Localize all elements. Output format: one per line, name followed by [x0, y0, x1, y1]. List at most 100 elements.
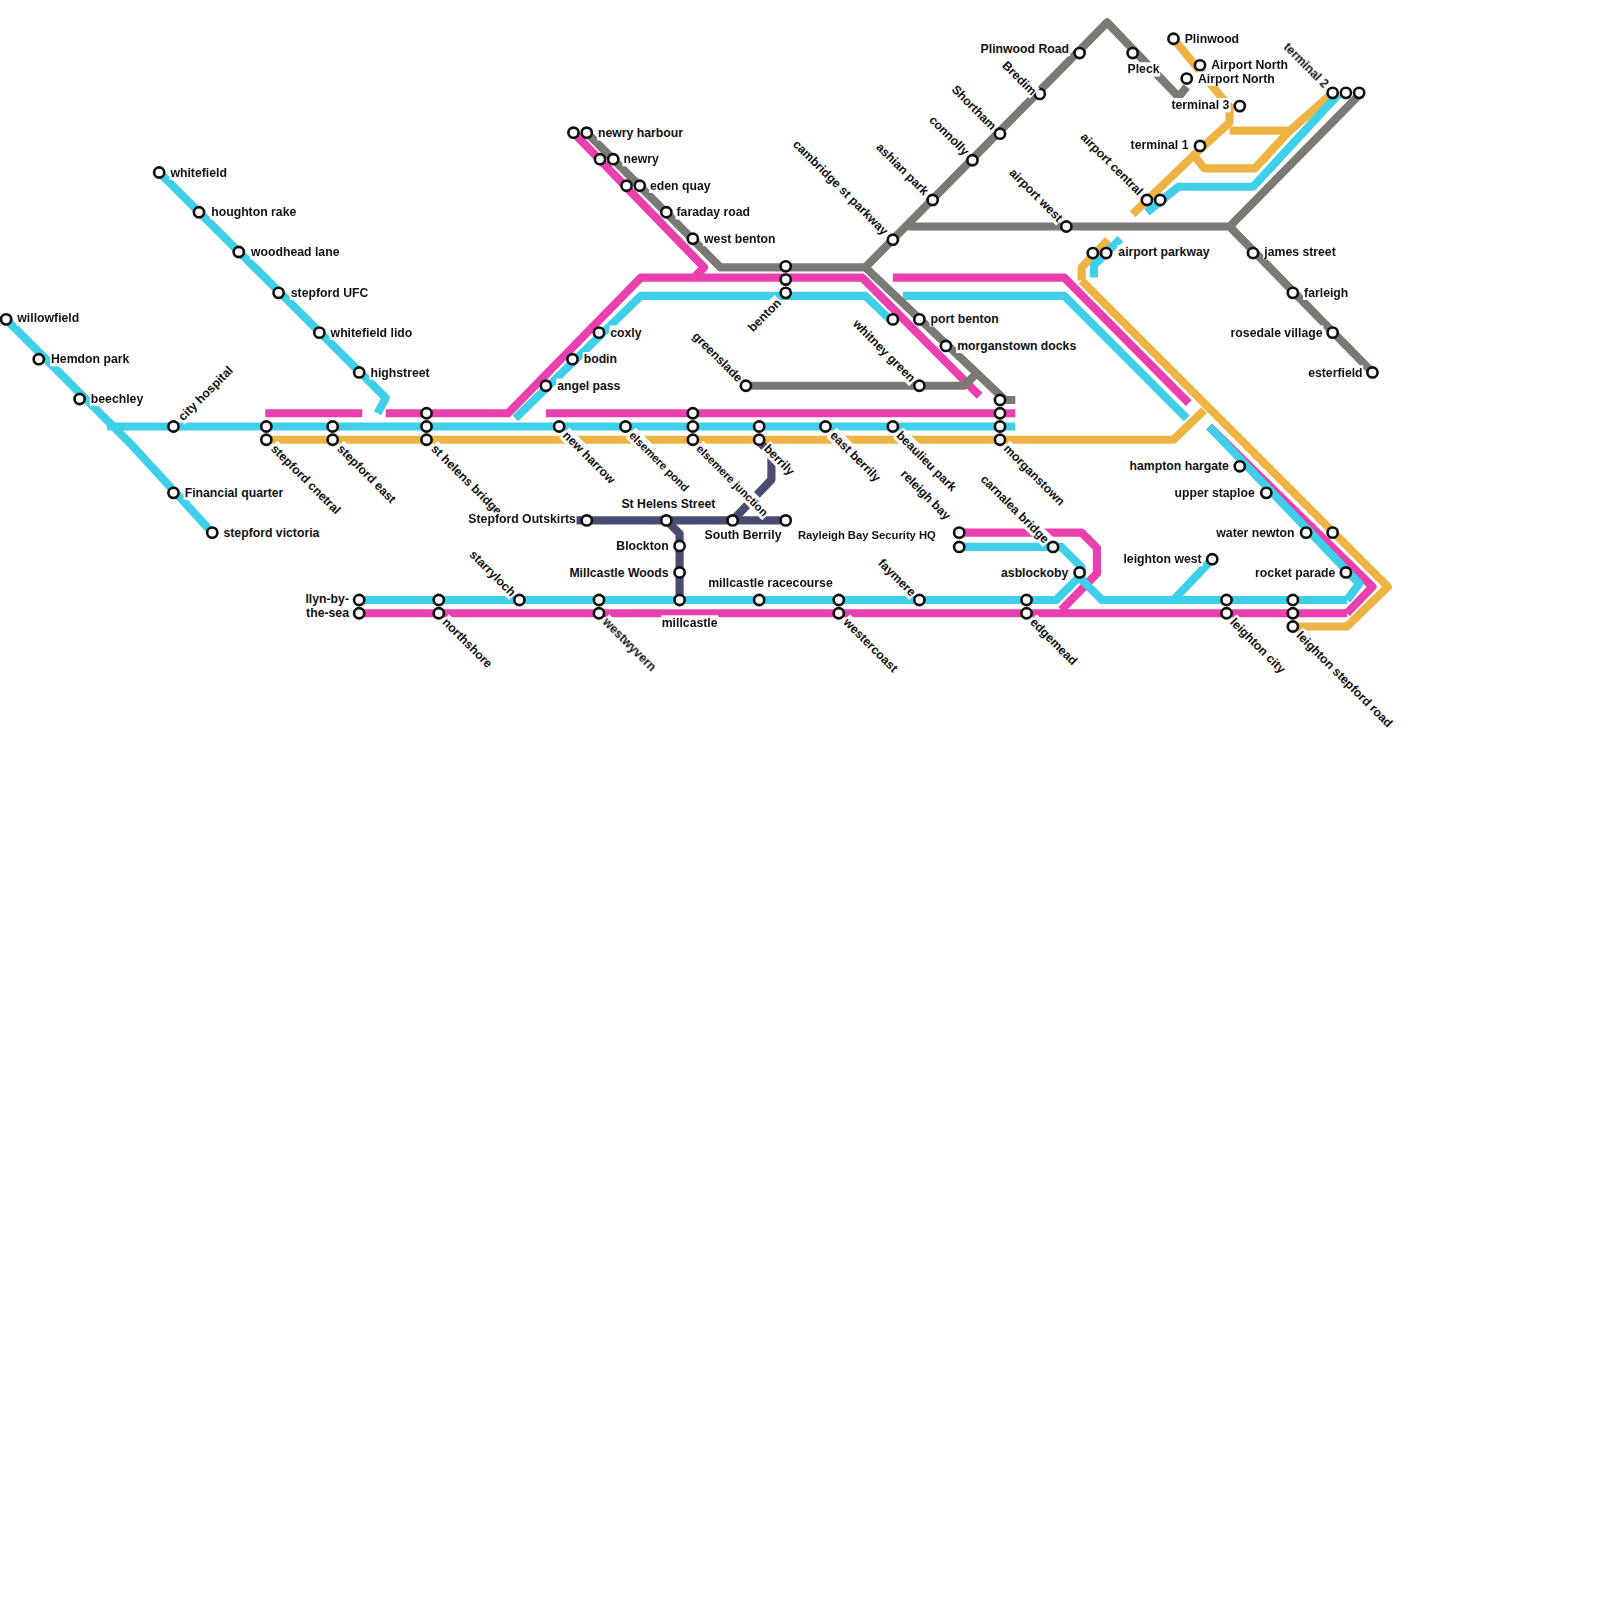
station-marker	[635, 181, 645, 191]
station-label: edgemead	[1027, 614, 1081, 668]
station-label: ashian park	[873, 139, 933, 199]
station-label: Bredim	[999, 58, 1040, 99]
metro-line	[265, 409, 362, 417]
station-label: Shortham	[948, 82, 1000, 134]
station-label: airport west	[1006, 165, 1067, 226]
station-marker	[1328, 528, 1338, 538]
station-marker	[354, 367, 364, 377]
station-label: northshore	[439, 614, 496, 671]
station-marker	[421, 435, 431, 445]
station-label: coxly	[609, 326, 642, 340]
station-marker	[941, 341, 951, 351]
station-marker	[820, 421, 830, 431]
station-label: Airport North	[1210, 58, 1289, 72]
station-marker	[888, 421, 898, 431]
station-marker	[1182, 73, 1192, 83]
grey-line	[587, 22, 1373, 400]
station-marker	[1195, 141, 1205, 151]
station-label: newry	[622, 152, 659, 166]
station-marker	[928, 195, 938, 205]
station-label: bodin	[583, 352, 618, 366]
station-marker	[582, 515, 592, 525]
station-label: elsemere pond	[626, 428, 694, 496]
station-label: newry harbour	[597, 126, 684, 140]
metro-line	[1147, 94, 1339, 212]
station-label: berrily	[760, 441, 798, 479]
station-label: st helens bridge	[428, 441, 506, 519]
station-label: farleigh	[1303, 286, 1349, 300]
station-label: stepford cnetral	[267, 441, 344, 518]
station-label: Rayleigh Bay Security HQ	[797, 528, 937, 542]
station-marker	[995, 129, 1005, 139]
station-marker	[595, 154, 605, 164]
metro-line	[666, 520, 679, 600]
station-label: rocket parade	[1254, 565, 1336, 579]
station-marker	[314, 328, 324, 338]
station-label: westwyvern	[599, 614, 660, 675]
station-marker	[914, 381, 924, 391]
station-marker	[620, 421, 630, 431]
station-marker	[674, 567, 684, 577]
station-marker	[1, 314, 11, 324]
station-marker	[781, 261, 791, 271]
station-label: houghton rake	[210, 205, 297, 219]
station-marker	[1088, 248, 1098, 258]
station-label: city hospital	[175, 362, 237, 424]
metro-line	[1230, 127, 1288, 135]
station-label: Financial quarter	[184, 486, 285, 500]
station-label: millcastle	[661, 615, 719, 629]
station-label: connolly	[926, 112, 973, 159]
metro-line	[1209, 427, 1372, 614]
station-marker	[261, 435, 271, 445]
station-label: airport parkway	[1117, 245, 1210, 259]
station-marker	[1021, 608, 1031, 618]
metro-line	[1230, 227, 1373, 373]
station-marker	[541, 381, 551, 391]
station-marker	[434, 595, 444, 605]
station-marker	[1074, 567, 1084, 577]
station-label: llyn-by- the-sea	[293, 592, 350, 621]
metro-line	[959, 547, 1347, 600]
station-label: morganstown docks	[956, 339, 1077, 353]
station-label: millcastle racecourse	[707, 576, 834, 590]
station-marker	[1128, 48, 1138, 58]
station-label: willowfield	[16, 311, 80, 325]
station-label: terminal 3	[1170, 98, 1230, 112]
station-marker	[834, 595, 844, 605]
station-group	[1, 34, 1378, 632]
station-marker	[1341, 88, 1351, 98]
station-marker	[1061, 221, 1071, 231]
station-label: angel pass	[556, 379, 621, 393]
station-label: benton	[744, 295, 784, 335]
station-label: whitney green	[849, 316, 919, 386]
station-marker	[261, 421, 271, 431]
station-label: esterfield	[1307, 365, 1363, 379]
station-marker	[1155, 195, 1165, 205]
station-label: Airport North	[1197, 71, 1276, 85]
station-marker	[914, 314, 924, 324]
station-marker	[154, 167, 164, 177]
station-marker	[1021, 595, 1031, 605]
station-marker	[888, 235, 898, 245]
station-marker	[995, 421, 1005, 431]
station-marker	[688, 408, 698, 418]
station-marker	[194, 207, 204, 217]
station-marker	[1195, 60, 1205, 70]
station-marker	[914, 595, 924, 605]
station-label: woodhead lane	[250, 245, 340, 259]
station-label: asblockoby	[1000, 565, 1069, 579]
station-marker	[168, 421, 178, 431]
station-marker	[995, 395, 1005, 405]
station-marker	[554, 421, 564, 431]
station-marker	[834, 608, 844, 618]
station-label: beechley	[90, 392, 144, 406]
station-marker	[273, 288, 283, 298]
station-label: new harrow	[559, 428, 619, 488]
station-marker	[354, 608, 364, 618]
station-marker	[1367, 367, 1377, 377]
cyan-line	[6, 94, 1359, 600]
station-label: west benton	[703, 232, 776, 246]
station-marker	[1288, 621, 1298, 631]
station-marker	[354, 595, 364, 605]
